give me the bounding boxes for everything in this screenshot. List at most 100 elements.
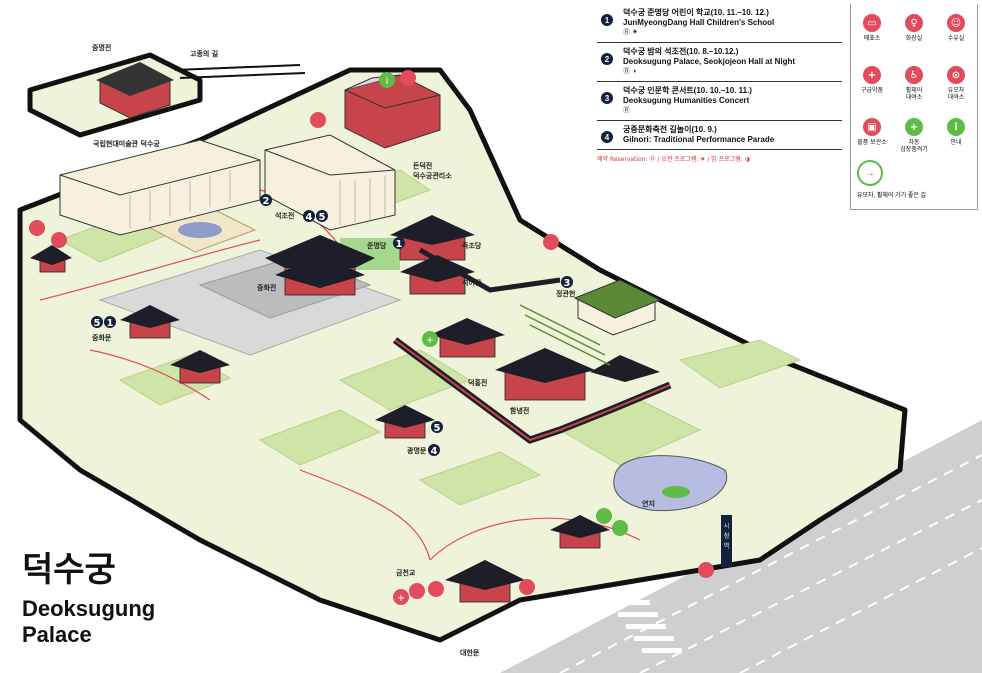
event-number: 3 xyxy=(601,92,613,104)
svg-text:i: i xyxy=(386,76,389,87)
facility-aed: +자동 심장충격기 xyxy=(893,118,935,153)
label-jeonggwanheon: 정관헌 xyxy=(556,289,575,298)
label-mmca: 국립현대미술관 덕수궁 xyxy=(93,139,160,148)
map-pin-first-aid[interactable]: + xyxy=(393,589,409,605)
mmca-building xyxy=(59,139,261,236)
svg-text:3: 3 xyxy=(564,278,571,289)
map-pin-restroom[interactable] xyxy=(698,562,714,578)
facility-legend: ▭매표소 ♀화장실 ☺수유실 +구급약품 ♿휠체어 대여소 ⊙유모차 대여소 ▣… xyxy=(850,4,978,210)
svg-text:4: 4 xyxy=(306,212,313,223)
facility-first-aid: +구급약품 xyxy=(851,66,893,94)
map-pin-ticket[interactable] xyxy=(519,579,535,595)
label-dondeokjeon: 돈덕전 xyxy=(413,161,432,170)
event-item-3[interactable]: 3 덕수궁 인문학 콘서트(10. 10.–10. 11.)Deoksugung… xyxy=(597,82,842,121)
dondeokjeon-building xyxy=(344,74,441,149)
label-gwangmyeongmun: 광명문 xyxy=(407,446,427,455)
label-hamnyeongjeon: 함녕전 xyxy=(510,406,529,415)
map-pin-wheelchair[interactable] xyxy=(29,220,45,236)
label-seogeodang: 석어당 xyxy=(462,278,482,287)
event-title-en: JunMyeongDang Hall Children's School xyxy=(623,18,775,27)
jungmyeongjeon-building xyxy=(96,62,174,119)
accessible-route-legend: → 유모차, 휠체어 가기 좋은 길 xyxy=(851,160,977,199)
svg-text:5: 5 xyxy=(94,318,101,329)
label-jeukjodang: 즉조당 xyxy=(462,241,482,250)
label-junmyeongdang: 준명당 xyxy=(367,241,387,250)
facility-locker: ▣물품 보관소 xyxy=(851,118,893,146)
facility-ticket: ▭매표소 xyxy=(851,14,893,42)
label-junghwajeon: 중화전 xyxy=(257,283,276,292)
event-marker-5[interactable]: 5 xyxy=(431,421,443,434)
label-daehanmun: 대한문 xyxy=(460,648,480,657)
label-junghwamun: 중화문 xyxy=(92,333,112,342)
map-pin-aed[interactable]: + xyxy=(422,331,438,347)
first-aid-icon: + xyxy=(863,66,881,84)
facility-restroom: ♀화장실 xyxy=(893,14,935,42)
event-title-en: Deoksugung Palace, Seokjojeon Hall at Ni… xyxy=(623,57,796,66)
locker-icon: ▣ xyxy=(863,118,881,136)
event-title-ko: 덕수궁 준명당 어린이 학교(10. 11.–10. 12.) xyxy=(623,8,769,17)
map-pin-info[interactable] xyxy=(612,520,628,536)
nursing-room-icon: ☺ xyxy=(947,14,965,32)
event-marker-3[interactable]: 3 xyxy=(561,276,573,289)
map-pin-wheelchair[interactable] xyxy=(428,581,444,597)
label-seokjojeon: 석조전 xyxy=(275,211,294,220)
label-deokhongjeon: 덕홍전 xyxy=(468,378,487,387)
facility-wheelchair: ♿휠체어 대여소 xyxy=(893,66,935,101)
event-program-icons: Ⓡ ✷ xyxy=(623,29,638,36)
seokjojeon-building xyxy=(264,134,396,231)
event-number: 1 xyxy=(601,14,613,26)
event-marker-1[interactable]: 1 xyxy=(104,316,116,329)
facility-nursing-room: ☺수유실 xyxy=(935,14,977,42)
jeonggwanheon-building xyxy=(573,279,662,336)
city-hall-station-sign: 시 청 역 xyxy=(721,515,732,567)
map-pin-info[interactable]: i xyxy=(379,72,395,88)
event-title-en: Deoksugung Humanities Concert xyxy=(623,96,750,105)
title-korean: 덕수궁 xyxy=(22,550,116,590)
svg-text:청: 청 xyxy=(724,533,730,540)
map-pin-aed[interactable] xyxy=(596,508,612,524)
event-marker-1[interactable]: 1 xyxy=(393,237,405,250)
event-marker-2[interactable]: 2 xyxy=(260,194,272,207)
ticket-icon: ▭ xyxy=(863,14,881,32)
title-english-line1: Deoksugung xyxy=(22,596,156,621)
wheelchair-icon: ♿ xyxy=(905,66,923,84)
map-pin-stroller[interactable] xyxy=(409,583,425,599)
title-english: Deoksugung Palace xyxy=(22,596,155,648)
event-program-icons: Ⓡ xyxy=(623,107,630,114)
event-marker-4[interactable]: 4 xyxy=(303,210,315,223)
svg-text:시: 시 xyxy=(724,523,730,530)
svg-text:역: 역 xyxy=(724,542,730,550)
label-gojong-road: 고종의 길 xyxy=(190,49,218,58)
map-pin-nursing[interactable] xyxy=(310,112,326,128)
map-pin-stroller[interactable] xyxy=(51,232,67,248)
reservation-note: 예약 Reservation: Ⓡ / 오전 프로그램: ✷ / 밤 프로그램:… xyxy=(597,156,750,163)
svg-text:+: + xyxy=(397,593,405,604)
event-legend: 1 덕수궁 준명당 어린이 학교(10. 11.–10. 12.)JunMyeo… xyxy=(597,4,842,163)
event-item-4[interactable]: 4 궁중문화축전 길놀이(10. 9.)Gilnori: Traditional… xyxy=(597,121,842,150)
event-marker-5[interactable]: 5 xyxy=(316,210,328,223)
event-item-2[interactable]: 2 덕수궁 밤의 석조전(10. 8.–10.12.)Deoksugung Pa… xyxy=(597,43,842,82)
event-item-1[interactable]: 1 덕수궁 준명당 어린이 학교(10. 11.–10. 12.)JunMyeo… xyxy=(597,4,842,43)
event-title-ko: 덕수궁 인문학 콘서트(10. 10.–10. 11.) xyxy=(623,86,752,95)
title-english-line2: Palace xyxy=(22,622,92,647)
accessible-route-icon: → xyxy=(857,160,883,186)
aed-icon: + xyxy=(905,118,923,136)
event-title-en: Gilnori: Traditional Performance Parade xyxy=(623,135,775,144)
info-icon: i xyxy=(947,118,965,136)
map-pin-restroom[interactable] xyxy=(400,70,416,86)
event-number: 4 xyxy=(601,131,613,143)
event-number: 2 xyxy=(601,53,613,65)
svg-text:5: 5 xyxy=(319,212,326,223)
svg-text:4: 4 xyxy=(431,446,438,457)
event-marker-4[interactable]: 4 xyxy=(428,444,440,457)
svg-text:2: 2 xyxy=(263,196,270,207)
svg-text:1: 1 xyxy=(396,239,403,250)
restroom-icon: ♀ xyxy=(905,14,923,32)
event-title-ko: 덕수궁 밤의 석조전(10. 8.–10.12.) xyxy=(623,47,739,56)
event-marker-5[interactable]: 5 xyxy=(91,316,103,329)
label-jungmyeongjeon: 중명전 xyxy=(92,43,111,52)
map-pin-restroom[interactable] xyxy=(543,234,559,250)
label-pond: 연지 xyxy=(642,499,655,508)
facility-stroller: ⊙유모차 대여소 xyxy=(935,66,977,101)
